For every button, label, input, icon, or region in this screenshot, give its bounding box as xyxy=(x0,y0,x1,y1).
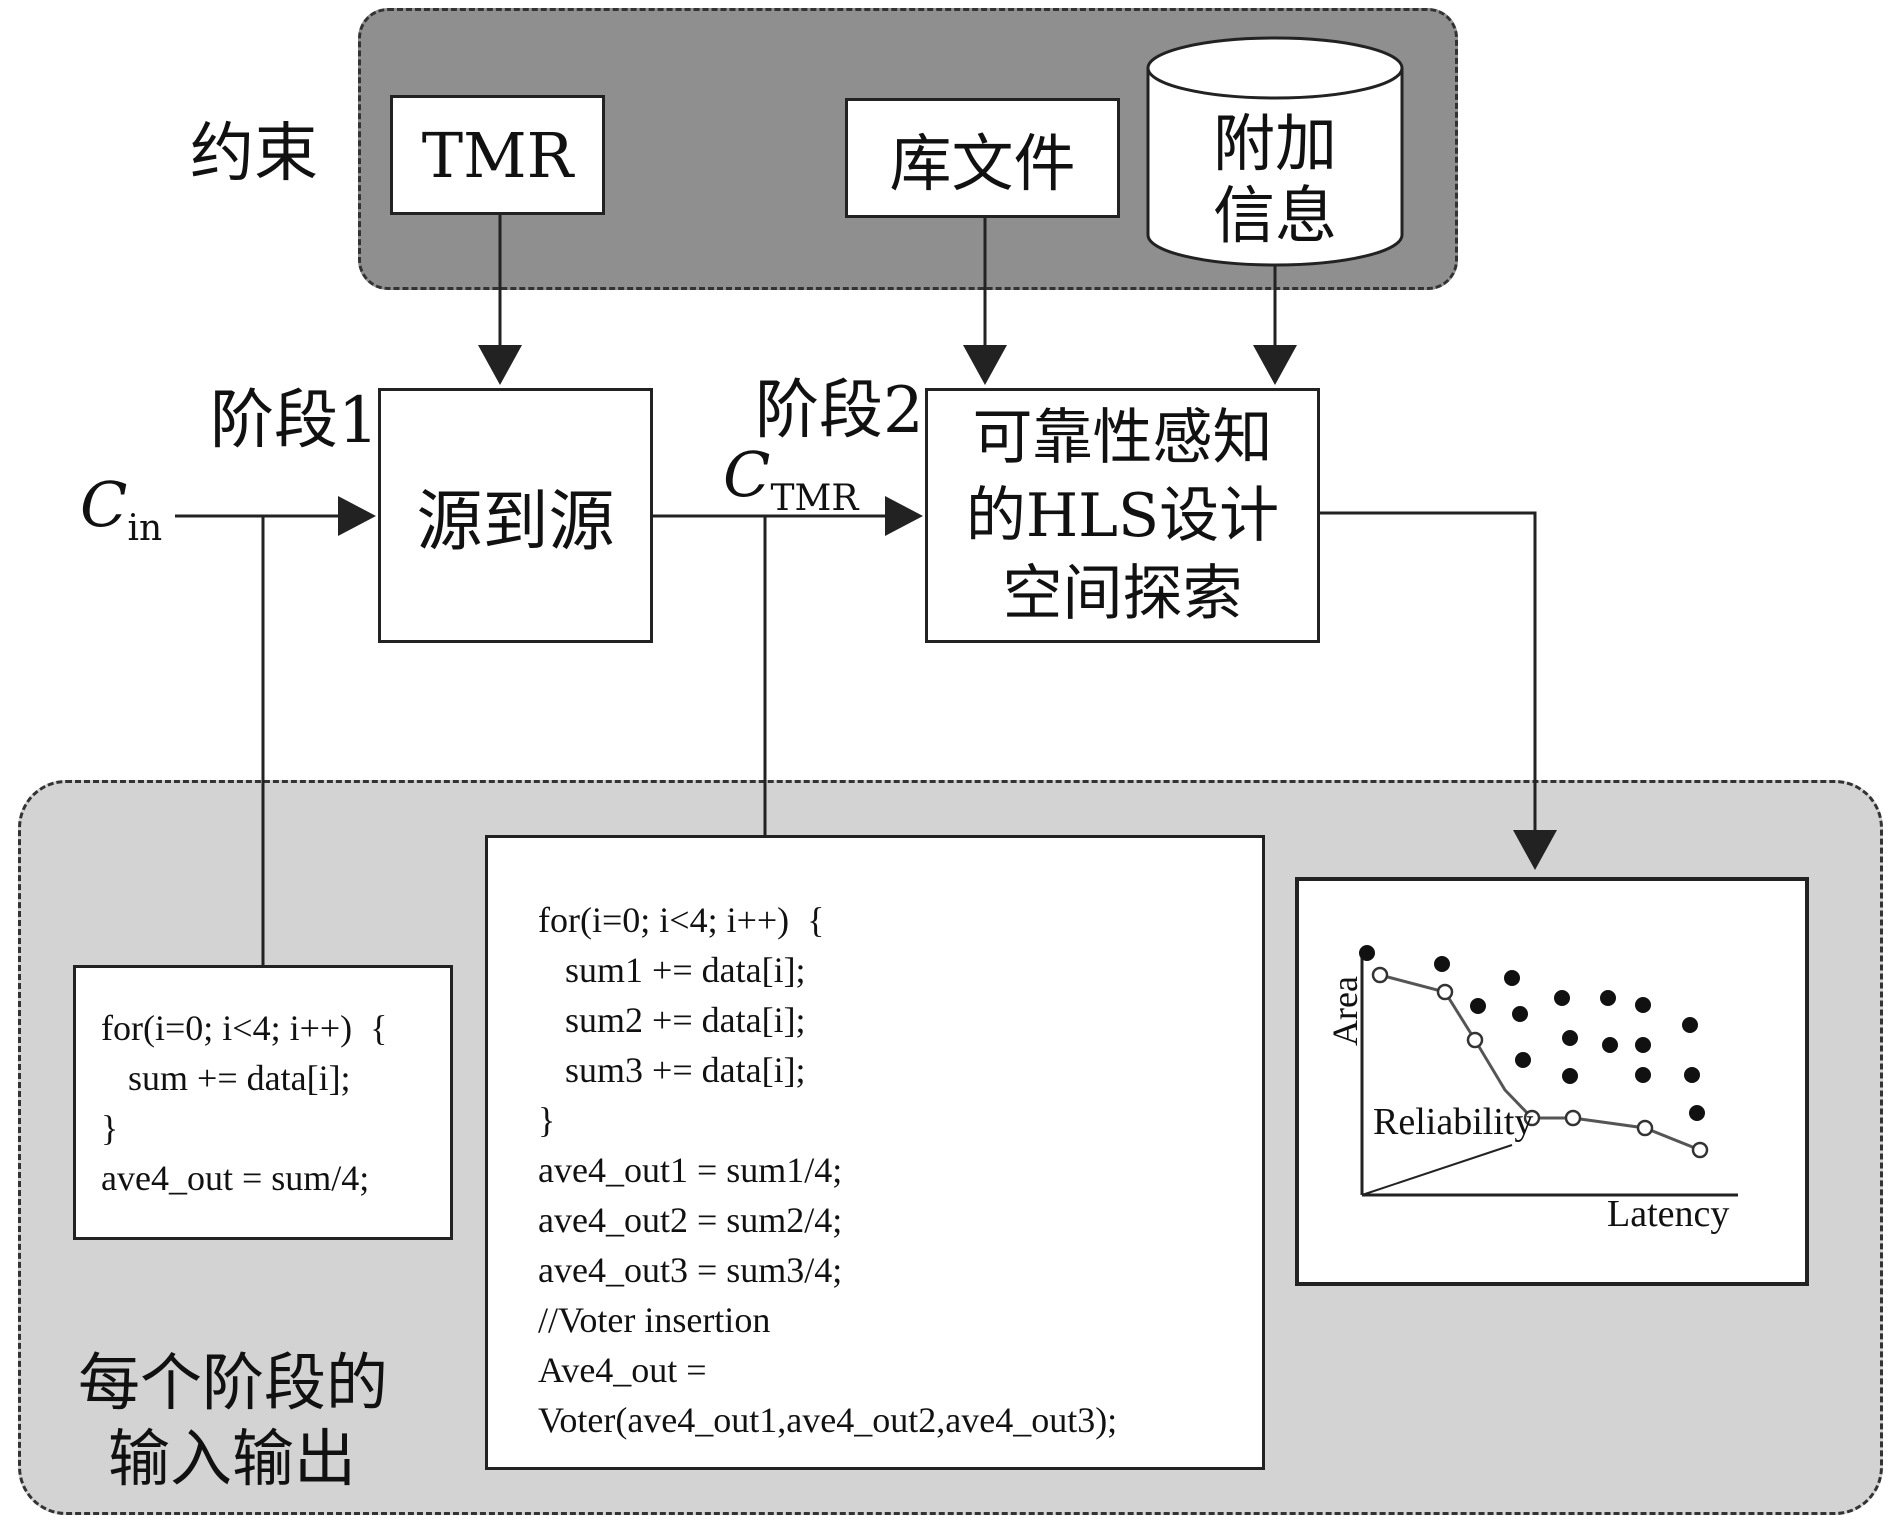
design-point xyxy=(1682,1017,1698,1033)
arrow-stage2-to-plot xyxy=(1320,511,1537,835)
extra-info-line-1: 附加 xyxy=(1212,107,1337,180)
code-line: sum3 += data[i]; xyxy=(538,1050,806,1090)
library-box-label: 库文件 xyxy=(889,127,1076,200)
pareto-point xyxy=(1691,1141,1709,1159)
arrowhead-c-in xyxy=(338,496,376,536)
code-line: Voter(ave4_out1,ave4_out2,ave4_out3); xyxy=(538,1400,1118,1440)
arrowhead-tmr xyxy=(478,345,522,385)
hls-dse-line-2: 的HLS设计 xyxy=(965,480,1280,551)
input-c-in-subscript: in xyxy=(127,508,163,549)
plot-x-label: Latency xyxy=(1607,1193,1730,1235)
design-point xyxy=(1504,970,1520,986)
design-point xyxy=(1635,997,1651,1013)
design-point xyxy=(1470,998,1486,1014)
extra-info-cylinder[interactable] xyxy=(1146,36,1404,267)
code-line: ave4_out2 = sum2/4; xyxy=(538,1200,843,1240)
code-line: } xyxy=(101,1108,119,1148)
stage1-label: 阶段1 xyxy=(210,384,379,458)
pareto-point xyxy=(1466,1031,1484,1049)
plot-depth-label: Reliability xyxy=(1373,1101,1534,1143)
design-point xyxy=(1635,1067,1651,1083)
pareto-point xyxy=(1523,1109,1541,1127)
code-line: ave4_out = sum/4; xyxy=(101,1158,370,1198)
code-box-original: for(i=0; i<4; i++) { sum += data[i]; } a… xyxy=(73,965,453,1240)
design-points xyxy=(1359,945,1705,1121)
io-panel-label: 每个阶段的 输入输出 xyxy=(78,1345,388,1497)
stage2-label: 阶段2 xyxy=(755,374,924,448)
design-point xyxy=(1600,990,1616,1006)
code-line: Ave4_out = xyxy=(538,1350,707,1390)
source-to-source-label: 源到源 xyxy=(416,482,615,560)
design-point xyxy=(1602,1037,1618,1053)
code-line: sum2 += data[i]; xyxy=(538,1000,806,1040)
tmr-box-label: TMR xyxy=(421,118,574,192)
code-line: //Voter insertion xyxy=(538,1300,771,1340)
source-to-source-box[interactable]: 源到源 xyxy=(378,388,653,643)
input-c-tmr-subscript: TMR xyxy=(770,478,859,519)
code-line: ave4_out3 = sum3/4; xyxy=(538,1250,843,1290)
code-line: sum1 += data[i]; xyxy=(538,950,806,990)
design-point xyxy=(1512,1006,1528,1022)
design-point xyxy=(1434,956,1450,972)
design-point xyxy=(1684,1067,1700,1083)
input-c-in-symbol: C xyxy=(80,468,128,541)
design-point xyxy=(1635,1037,1651,1053)
io-panel-label-line-1: 每个阶段的 xyxy=(78,1346,389,1419)
code-line: for(i=0; i<4; i++) { xyxy=(101,1008,388,1048)
code-line: for(i=0; i<4; i++) { xyxy=(538,900,825,940)
pareto-point xyxy=(1564,1109,1582,1127)
io-panel-label-line-2: 输入输出 xyxy=(108,1422,357,1495)
code-line: sum += data[i]; xyxy=(101,1058,351,1098)
arrowhead-library xyxy=(963,345,1007,385)
constraints-label: 约束 xyxy=(190,117,318,191)
arrowhead-c-tmr xyxy=(885,496,923,536)
hls-dse-line-3: 空间探索 xyxy=(1002,558,1243,629)
library-box[interactable]: 库文件 xyxy=(845,98,1120,218)
design-point xyxy=(1359,945,1375,961)
design-point xyxy=(1562,1030,1578,1046)
pareto-point xyxy=(1436,983,1454,1001)
pareto-points xyxy=(1371,966,1709,1159)
design-point xyxy=(1689,1105,1705,1121)
arrowhead-extra-info xyxy=(1253,345,1297,385)
plot-depth-axis xyxy=(1361,1144,1513,1196)
pareto-plot-frame xyxy=(1295,877,1809,1286)
input-c-tmr: CTMR xyxy=(723,438,858,519)
pareto-curve xyxy=(1379,973,1701,1152)
hls-dse-box[interactable]: 可靠性感知 的HLS设计 空间探索 xyxy=(925,388,1320,643)
input-c-in: Cin xyxy=(80,468,162,549)
tmr-box[interactable]: TMR xyxy=(390,95,605,215)
extra-info-line-2: 信息 xyxy=(1212,179,1337,252)
code-line: ave4_out1 = sum1/4; xyxy=(538,1150,843,1190)
code-box-tmr: for(i=0; i<4; i++) { sum1 += data[i]; su… xyxy=(485,835,1265,1470)
code-line: } xyxy=(538,1100,556,1140)
plot-y-label: Area xyxy=(1325,976,1365,1046)
input-c-tmr-symbol: C xyxy=(723,438,771,511)
extra-info-label: 附加 信息 xyxy=(1148,108,1402,252)
design-point xyxy=(1515,1052,1531,1068)
arrowhead-plot xyxy=(1513,830,1557,870)
pareto-point xyxy=(1371,966,1389,984)
hls-dse-line-1: 可靠性感知 xyxy=(972,402,1273,473)
design-point xyxy=(1562,1068,1578,1084)
design-point xyxy=(1554,990,1570,1006)
pareto-point xyxy=(1636,1119,1654,1137)
